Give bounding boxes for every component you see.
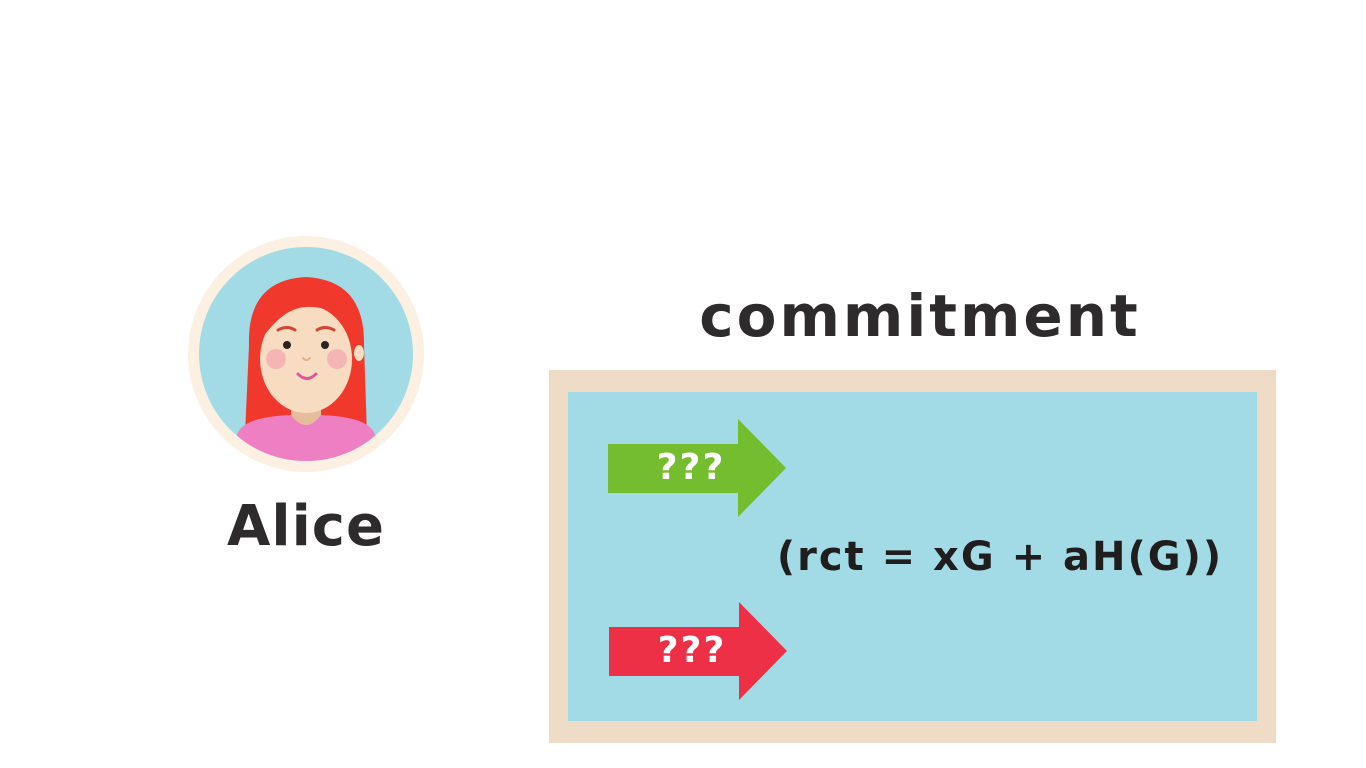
arrow-right-icon <box>609 602 787 700</box>
red-arrow: ??? <box>609 602 789 700</box>
arrow-right-icon <box>608 419 786 517</box>
green-arrow: ??? <box>608 419 788 517</box>
red-arrow-label: ??? <box>657 630 727 671</box>
commitment-formula: (rct = xG + aH(G)) <box>776 534 1224 580</box>
green-arrow-label: ??? <box>656 447 726 488</box>
woman-red-hair-avatar-icon <box>188 236 424 472</box>
commitment-title: commitment <box>699 282 1141 350</box>
person-name: Alice <box>227 494 385 559</box>
avatar <box>187 235 425 473</box>
